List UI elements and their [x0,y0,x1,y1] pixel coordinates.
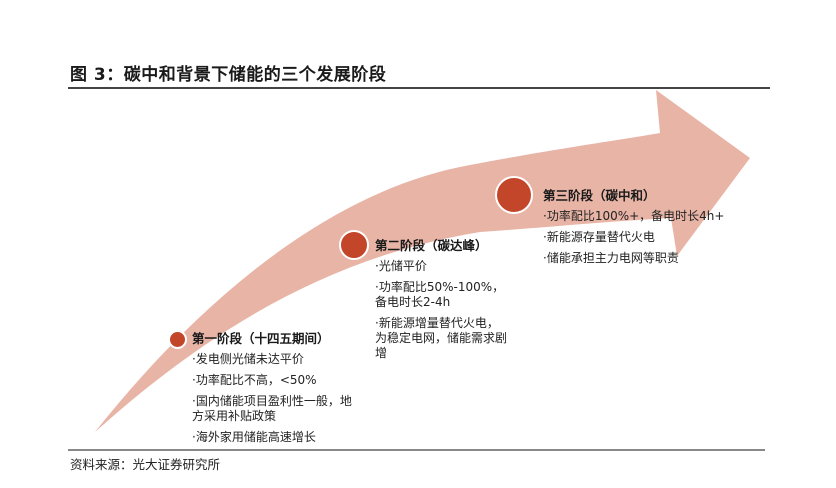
stage-3: 第三阶段（碳中和） ·功率配比100%+，备电时长4h+ ·新能源存量替代火电 … [543,188,743,266]
stage-2-item: ·新能源增量替代火电，为稳定电网，储能需求剧增 [375,316,508,360]
stage-1: 第一阶段（十四五期间） ·发电侧光储未达平价 ·功率配比不高，<50% ·国内储… [192,331,362,445]
stage-3-item: ·新能源存量替代火电 [543,230,655,244]
stage-1-item: ·海外家用储能高速增长 [192,430,316,444]
stage-1-heading: 第一阶段（十四五期间） [192,331,330,346]
stage-2-marker [339,230,369,260]
figure-title: 图 3：碳中和背景下储能的三个发展阶段 [70,65,387,85]
stage-1-item: ·国内储能项目盈利性一般，地方采用补贴政策 [192,394,352,423]
stage-1-marker [168,330,187,349]
stage-3-marker [495,176,533,214]
stage-2-item: ·功率配比50%-100%，备电时长2-4h [375,280,505,309]
stage-3-item: ·功率配比100%+，备电时长4h+ [543,209,725,223]
source-divider [68,449,765,451]
title-divider [68,87,770,89]
stage-1-item: ·功率配比不高，<50% [192,373,317,387]
stage-3-heading: 第三阶段（碳中和） [543,188,656,203]
figure-source: 资料来源：光大证券研究所 [70,457,221,472]
stage-2: 第二阶段（碳达峰） ·光储平价 ·功率配比50%-100%，备电时长2-4h ·… [375,238,515,361]
stage-3-item: ·储能承担主力电网等职责 [543,251,679,265]
stage-2-item: ·光储平价 [375,259,427,273]
stage-2-heading: 第二阶段（碳达峰） [375,238,488,253]
stage-1-item: ·发电侧光储未达平价 [192,352,304,366]
